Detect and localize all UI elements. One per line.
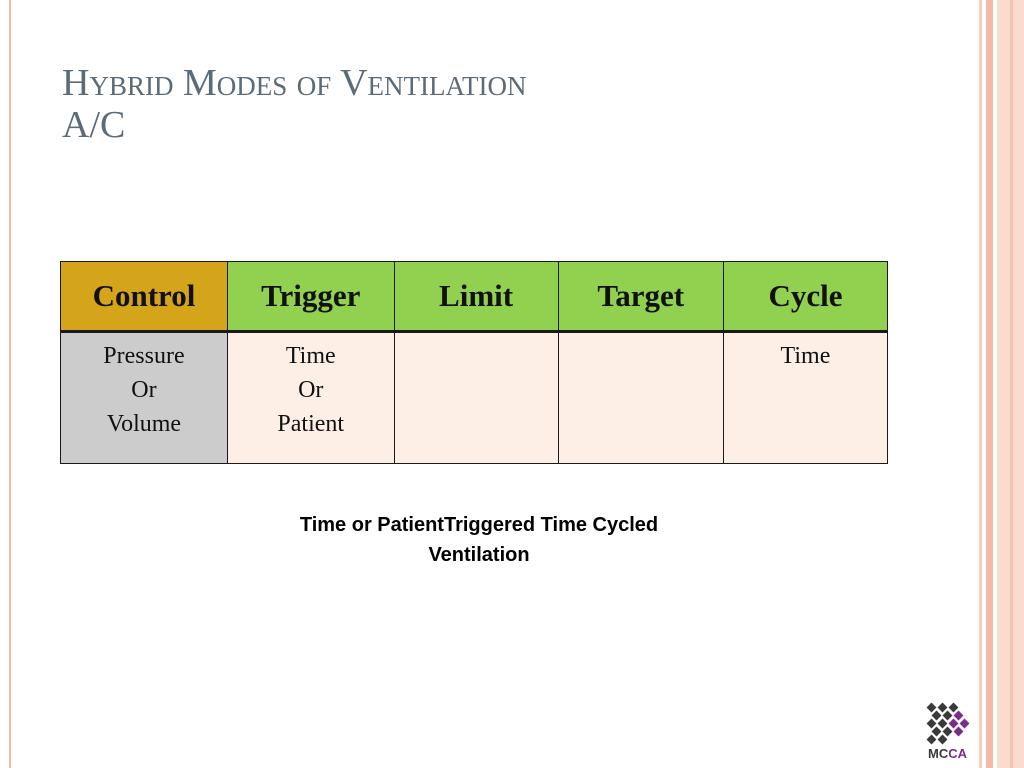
logo-text-c: C: [938, 746, 949, 761]
cell-text-line: Or: [298, 377, 324, 403]
cell-text-line: Or: [131, 377, 157, 403]
caption-line2: Ventilation: [428, 544, 530, 566]
right-border-band: [1010, 0, 1013, 768]
logo-text-m: M: [928, 746, 939, 761]
header-trigger: Trigger: [226, 261, 395, 332]
right-border-band: [979, 0, 982, 768]
cell-text-line: Patient: [277, 411, 345, 437]
cell-target: [557, 331, 724, 464]
slide-caption: Time or PatientTriggered Time Cycled Ven…: [230, 510, 728, 570]
table-header-row: Control Trigger Limit Target Cycle: [60, 261, 889, 332]
right-border-band: [986, 0, 993, 768]
logo-diamond-grid: [926, 702, 970, 745]
cell-trigger: Time Or Patient: [226, 331, 395, 464]
header-cycle: Cycle: [722, 261, 889, 332]
cell-text-line: Pressure: [103, 343, 185, 369]
cell-text-line: Volume: [106, 411, 182, 437]
header-control: Control: [60, 261, 228, 332]
cell-control: Pressure Or Volume: [60, 331, 228, 464]
slide-title-line2: A/C: [62, 104, 126, 146]
logo-text-ca: CA: [948, 746, 968, 761]
cell-cycle: Time: [722, 331, 889, 464]
slide-title-line1: Hybrid Modes of Ventilation: [62, 62, 527, 104]
caption-line1: Time or PatientTriggered Time Cycled: [299, 514, 659, 536]
logo-text: MCCA: [928, 746, 967, 761]
ventilation-mode-table: Control Trigger Limit Target Cycle Press…: [60, 261, 889, 464]
mcca-logo-icon: [926, 702, 970, 745]
cell-text-line: Time: [285, 343, 336, 369]
left-border-line: [9, 0, 11, 768]
cell-text-line: Time: [780, 343, 831, 369]
header-limit: Limit: [393, 261, 559, 332]
table-row: Pressure Or Volume Time Or Patient Time: [60, 331, 889, 464]
header-target: Target: [557, 261, 724, 332]
slide-title: Hybrid Modes of Ventilation A/C: [62, 62, 526, 146]
cell-limit: [393, 331, 559, 464]
